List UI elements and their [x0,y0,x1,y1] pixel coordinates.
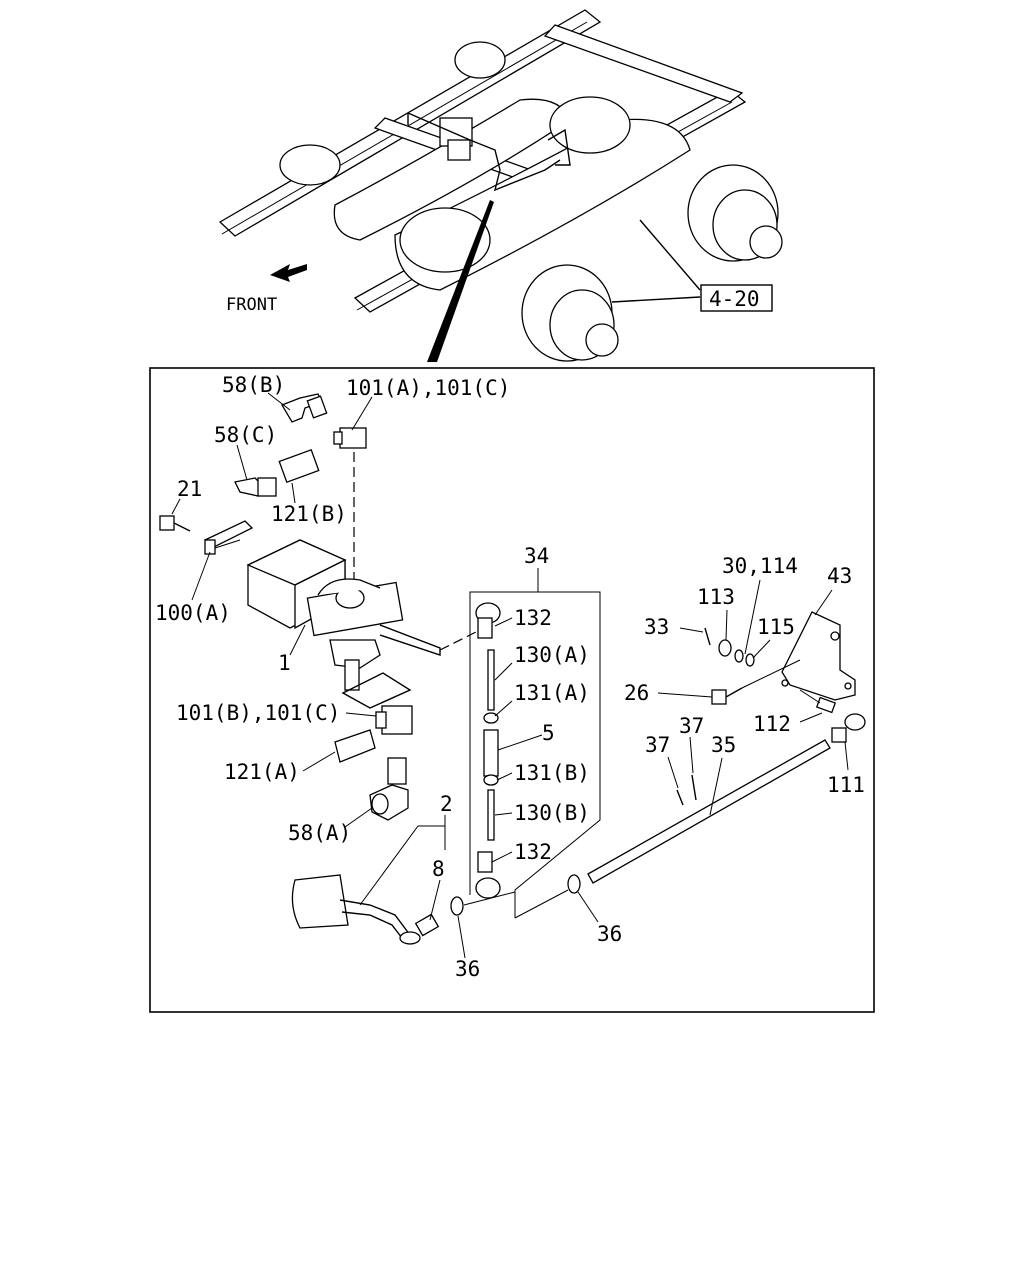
callout-111: 111 [827,773,865,797]
callout-58c: 58(C) [214,423,277,447]
ref-box [700,284,773,312]
callout-33: 33 [644,615,669,639]
callout-121b: 121(B) [271,502,347,526]
callout-43: 43 [827,564,852,588]
callout-113: 113 [697,585,735,609]
callout-26: 26 [624,681,649,705]
callout-101ac: 101(A),101(C) [346,376,510,400]
valve-bracket [246,539,441,691]
callout-37-b: 37 [679,714,704,738]
callout-36-mid: 36 [597,922,622,946]
callout-35: 35 [711,733,736,757]
washer-mid [567,874,581,894]
front-arrow-icon [270,264,307,282]
callout-130b: 130(B) [514,801,590,825]
rod-35 [587,739,831,884]
callout-21: 21 [177,477,202,501]
chassis-overview: FRONT 4-20 [218,9,783,362]
rod-assembly [463,591,601,918]
callout-37-a: 37 [645,733,670,757]
right-bracket [676,611,866,806]
washer-left [450,896,464,916]
callout-34: 34 [524,544,549,568]
callout-100a: 100(A) [155,601,231,625]
callout-labels: 58(B) 101(A),101(C) 58(C) 21 121(B) 100(… [155,373,865,981]
lower-fittings [334,705,413,821]
callout-112: 112 [753,712,791,736]
callout-58a: 58(A) [288,821,351,845]
callout-8: 8 [432,857,445,881]
callout-115: 115 [757,615,795,639]
callout-30-114: 30,114 [722,554,798,578]
callout-2: 2 [440,792,453,816]
callout-36-left: 36 [455,957,480,981]
callout-58b: 58(B) [222,373,285,397]
callout-5: 5 [542,721,555,745]
ref-label: 4-20 [709,287,760,311]
callout-132-bot: 132 [514,840,552,864]
upper-fittings [159,393,367,555]
front-label: FRONT [226,295,277,315]
callout-130a: 130(A) [514,643,590,667]
leader-lines [171,392,849,959]
callout-131a: 131(A) [514,681,590,705]
callout-131b: 131(B) [514,761,590,785]
pedal-assembly [291,874,440,945]
callout-101bc: 101(B),101(C) [176,701,340,725]
callout-132-top: 132 [514,606,552,630]
detail-frame [149,367,875,1013]
callout-121a: 121(A) [224,760,300,784]
callout-1: 1 [278,651,291,675]
